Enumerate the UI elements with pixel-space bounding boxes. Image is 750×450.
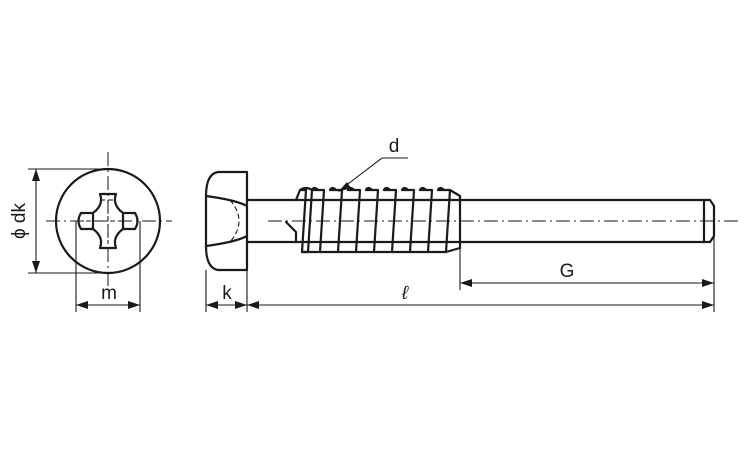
dimension-length [247,236,715,312]
head-recess-hidden-line [229,199,240,243]
phillips-recess-icon [91,192,125,250]
pan-head-outline [204,170,249,272]
head-chamfer-bottom [204,234,249,248]
dimension-m [75,221,141,312]
dimension-m-label: m [101,283,117,304]
dimension-g-label: G [560,261,575,282]
head-chamfer-top [204,194,249,208]
screw-side-view [204,170,742,272]
dimension-d-label: d [389,136,400,157]
head-top-view [46,152,172,288]
dimension-k-label: k [222,283,232,304]
thread-runout [284,220,298,244]
dimension-g [459,248,714,290]
dimension-d-leader [338,157,408,192]
dimension-dk [28,168,108,274]
dimension-length-label: ℓ [401,283,409,304]
thread-section [284,186,462,254]
dimension-dk-label: ϕ dk [9,203,30,239]
dimension-k [205,242,248,312]
